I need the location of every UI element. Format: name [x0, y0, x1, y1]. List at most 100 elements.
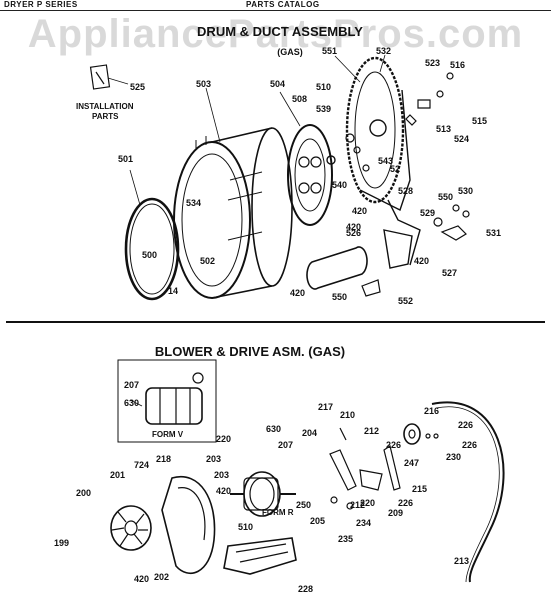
top-callout: 510	[316, 82, 332, 92]
burner-tube	[306, 229, 413, 297]
drum	[173, 87, 293, 299]
top-callout: 525	[130, 82, 146, 92]
section-divider	[6, 321, 545, 323]
bottom-callout: 220	[216, 434, 232, 444]
top-callout: 534	[186, 198, 202, 208]
bottom-callout: 234	[356, 518, 372, 528]
bottom-callout: 226	[462, 440, 478, 450]
bottom-callout: 212	[350, 500, 366, 510]
bottom-callout: 630	[266, 424, 282, 434]
bottom-callout: 630	[124, 398, 140, 408]
bottom-callout: 235	[338, 534, 354, 544]
top-callout: 532	[376, 46, 392, 56]
bottom-callout: 213	[454, 556, 470, 566]
bottom-callout: 212	[364, 426, 380, 436]
top-callout: 523	[425, 58, 441, 68]
top-callout: 530	[458, 186, 474, 196]
bottom-callout: 218	[156, 454, 172, 464]
top-callout: 526	[346, 228, 362, 238]
exhaust-duct	[223, 537, 297, 575]
bottom-callout: 215	[412, 484, 428, 494]
top-callout: 524	[454, 134, 470, 144]
top-callout: 513	[436, 124, 452, 134]
bottom-callout: 203	[206, 454, 222, 464]
roller-parts	[345, 72, 454, 172]
header-rule	[0, 10, 551, 11]
blower-housing	[161, 475, 216, 575]
idler-assembly	[329, 427, 401, 510]
top-callout: 500	[142, 250, 158, 260]
top-section-subtitle: (GAS)	[277, 47, 303, 57]
rear-bulkhead	[334, 54, 421, 266]
idler-pulley	[403, 423, 439, 445]
top-callout: 527	[442, 268, 458, 278]
top-callout: 529	[420, 208, 436, 218]
top-callout: 551	[322, 46, 338, 56]
top-callout: 516	[450, 60, 466, 70]
bottom-callout: 228	[298, 584, 314, 594]
top-callout: 503	[196, 79, 212, 89]
top-callout: 515	[472, 116, 488, 126]
top-callout: 502	[200, 256, 216, 266]
bottom-callout: 226	[398, 498, 414, 508]
top-callout: 420	[290, 288, 306, 298]
bottom-callout: 220	[360, 498, 376, 508]
bottom-callout: 226	[458, 420, 474, 430]
bottom-callout: 247	[404, 458, 420, 468]
bottom-section-title: BLOWER & DRIVE ASM. (GAS)	[154, 344, 346, 359]
top-callout: 539	[316, 104, 332, 114]
bottom-callout: 207	[278, 440, 294, 450]
installation-label-1: INSTALLATION	[76, 102, 134, 111]
bottom-callout: 250	[296, 500, 312, 510]
drive-belt	[431, 401, 505, 583]
bottom-callout: 510	[238, 522, 254, 532]
header-catalog: PARTS CATALOG	[246, 0, 320, 9]
bottom-callout: 230	[446, 452, 462, 462]
top-callout: 420	[414, 256, 430, 266]
blower-wheel	[110, 505, 152, 551]
igniter-hardware	[433, 204, 470, 241]
bottom-callout: 202	[154, 572, 170, 582]
header-series: DRYER P SERIES	[4, 0, 78, 9]
motor-form-v	[129, 372, 204, 425]
bottom-callout: 200	[76, 488, 92, 498]
form-r-label: FORM R	[262, 508, 294, 517]
top-callout: 508	[292, 94, 308, 104]
bottom-callout: 199	[54, 538, 70, 548]
top-callout: 531	[486, 228, 502, 238]
motor-form-r	[230, 471, 296, 517]
bottom-callout: 420	[134, 574, 150, 584]
bottom-callout: 205	[310, 516, 326, 526]
front-ring	[124, 169, 180, 301]
installation-parts-bag	[89, 64, 129, 90]
form-v-inset	[117, 359, 217, 443]
top-callout: 552	[398, 296, 414, 306]
top-callout: 504	[270, 79, 286, 89]
bottom-callout: 216	[424, 406, 440, 416]
top-section-title: DRUM & DUCT ASSEMBLY	[197, 24, 363, 39]
top-callout: 420	[352, 206, 368, 216]
top-callout: 52	[390, 164, 401, 174]
top-callout: 14	[168, 286, 179, 296]
drum-rear-plate	[279, 91, 336, 226]
top-callout: 550	[332, 292, 348, 302]
bottom-callout: 217	[318, 402, 334, 412]
bottom-callout: 201	[110, 470, 126, 480]
bottom-callout: 210	[340, 410, 356, 420]
bottom-callout: 724	[134, 460, 150, 470]
top-callout: 550	[438, 192, 454, 202]
top-callout: 528	[398, 186, 414, 196]
top-callout: 501	[118, 154, 134, 164]
top-callout: 420	[346, 222, 362, 232]
top-callout: 540	[332, 180, 348, 190]
bottom-callout: 203	[214, 470, 230, 480]
bottom-callout: 204	[302, 428, 318, 438]
bottom-callout: 226	[386, 440, 402, 450]
bottom-callout: 209	[388, 508, 404, 518]
top-callout: 543	[378, 156, 394, 166]
bottom-callout: 420	[216, 486, 232, 496]
form-v-label: FORM V	[152, 430, 184, 439]
bottom-callout: 207	[124, 380, 140, 390]
installation-label-2: PARTS	[92, 112, 119, 121]
